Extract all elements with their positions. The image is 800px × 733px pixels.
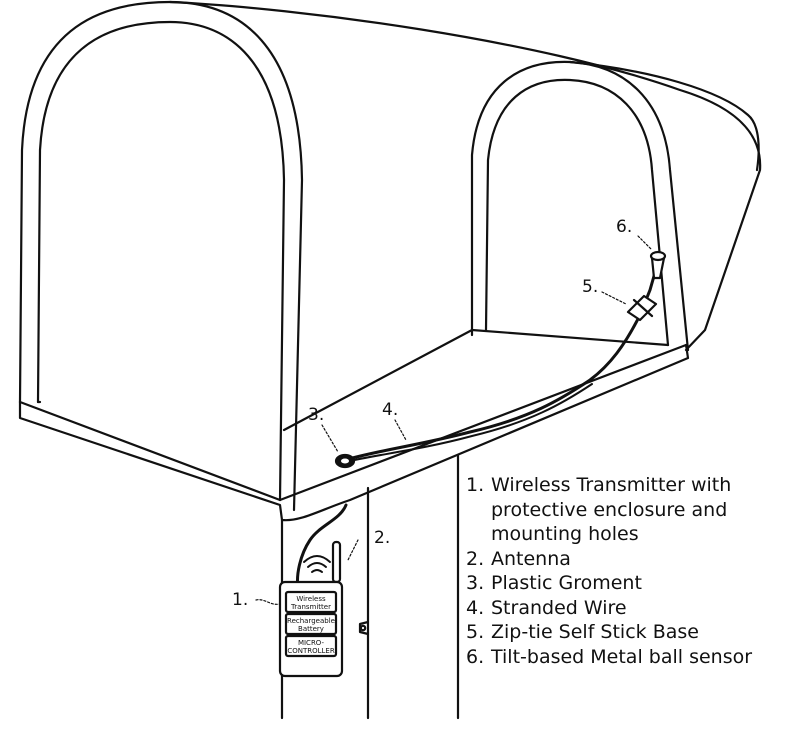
legend-number: 4. xyxy=(466,596,485,619)
zip-tie-base xyxy=(626,294,658,322)
device-label-top-2: Transmitter xyxy=(290,603,331,611)
legend-number: 2. xyxy=(466,547,485,570)
legend-number: 1. xyxy=(466,474,485,496)
device-label-bottom-2: CONTROLLER xyxy=(287,647,335,655)
legend-item: 1. Wireless Transmitter with protective … xyxy=(466,473,796,547)
stranded-wire xyxy=(343,260,660,462)
legend-number: 6. xyxy=(466,645,485,668)
callout-1: 1. xyxy=(232,590,248,610)
transmitter-wire xyxy=(296,503,348,590)
legend-item: 6. Tilt-based Metal ball sensor xyxy=(466,645,796,670)
legend-item: 5. Zip-tie Self Stick Base xyxy=(466,620,796,645)
legend-text: Antenna xyxy=(491,547,571,570)
legend-text: Zip-tie Self Stick Base xyxy=(491,621,699,643)
device-label-middle-1: Rechargeable xyxy=(287,617,335,625)
antenna xyxy=(331,540,342,584)
device-label-middle-2: Battery xyxy=(298,625,324,633)
legend-text: Stranded Wire xyxy=(491,596,627,619)
legend-item: 3. Plastic Groment xyxy=(466,571,796,596)
callout-2: 2. xyxy=(374,528,390,548)
transmitter-enclosure xyxy=(278,580,344,678)
wireless-signal-icon xyxy=(303,555,331,573)
device-label-bottom-1: MICRO- xyxy=(298,639,325,647)
legend-number: 3. xyxy=(466,572,485,594)
device-label-top-1: Wireless xyxy=(296,595,326,603)
callout-6: 6. xyxy=(616,217,632,237)
legend-item: 2. Antenna xyxy=(466,547,796,572)
legend-text: Plastic Groment xyxy=(491,572,642,594)
legend-text: Wireless Transmitter with protective enc… xyxy=(491,474,732,545)
tilt-sensor xyxy=(649,250,667,280)
legend: 1. Wireless Transmitter with protective … xyxy=(466,473,796,669)
legend-number: 5. xyxy=(466,621,485,643)
legend-item: 4. Stranded Wire xyxy=(466,596,796,621)
mailbox-body xyxy=(18,0,762,522)
callout-3: 3. xyxy=(308,405,324,425)
plastic-grommet xyxy=(334,453,356,469)
callout-5: 5. xyxy=(582,277,598,297)
legend-text: Tilt-based Metal ball sensor xyxy=(491,645,753,668)
leader-lines xyxy=(255,235,653,605)
callout-4: 4. xyxy=(382,400,398,420)
